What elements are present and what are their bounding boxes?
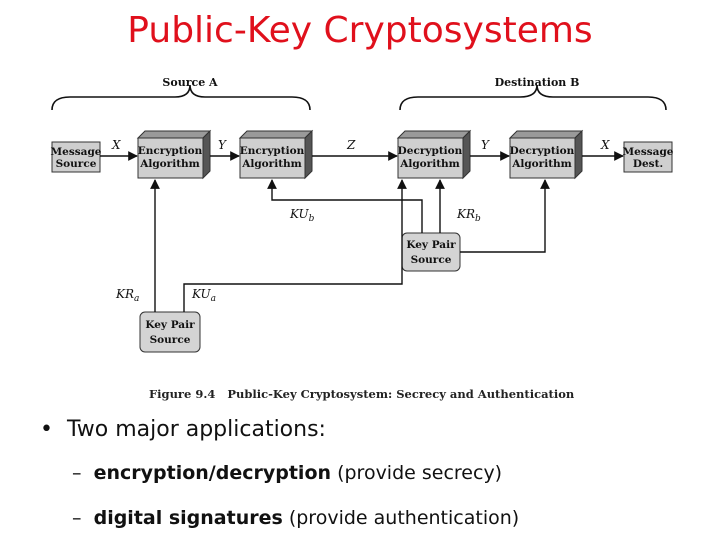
svg-text:Message: Message [51, 146, 102, 158]
key-lines-a [150, 179, 407, 312]
label-kua: KUa [191, 287, 216, 304]
svg-text:Algorithm: Algorithm [399, 158, 460, 170]
svg-text:Source: Source [56, 158, 97, 170]
encryption-algorithm-2: Encryption Algorithm [238, 129, 314, 180]
svg-text:Key Pair: Key Pair [145, 319, 195, 331]
label-y1: Y [218, 138, 227, 152]
figure-caption: Figure 9.4 Public-Key Cryptosystem: Secr… [149, 387, 575, 401]
key-pair-source-b: Key Pair Source [401, 232, 461, 272]
svg-text:Decryption: Decryption [510, 145, 575, 157]
source-brace [51, 84, 311, 111]
destination-brace [399, 84, 667, 111]
svg-text:Encryption: Encryption [240, 145, 305, 157]
svg-text:Message: Message [623, 146, 674, 158]
message-source-node: Message Source [51, 141, 102, 173]
svg-text:Dest.: Dest. [633, 158, 663, 170]
svg-text:Algorithm: Algorithm [241, 158, 302, 170]
svg-text:Source: Source [150, 334, 191, 346]
label-kub: KUb [289, 207, 315, 224]
svg-text:Decryption: Decryption [398, 145, 463, 157]
svg-text:Key Pair: Key Pair [406, 239, 456, 251]
cryptosystem-diagram: Source A Destination B Message Source En… [51, 76, 674, 401]
label-x2: X [600, 138, 610, 152]
label-kra: KRa [115, 287, 139, 304]
svg-text:Algorithm: Algorithm [139, 158, 200, 170]
bullet-main: • Two major applications: [40, 417, 326, 442]
page-title: Public-Key Cryptosystems [127, 10, 593, 51]
svg-text:Encryption: Encryption [138, 145, 203, 157]
encryption-algorithm-1: Encryption Algorithm [136, 129, 212, 180]
source-label: Source A [162, 76, 218, 89]
bullet-encryption: – encryption/decryption (provide secrecy… [72, 462, 503, 484]
svg-text:Source: Source [411, 254, 452, 266]
label-x1: X [111, 138, 121, 152]
svg-text:Algorithm: Algorithm [511, 158, 572, 170]
label-z: Z [346, 138, 356, 152]
key-pair-source-a: Key Pair Source [139, 311, 201, 353]
bullet-signatures: – digital signatures (provide authentica… [72, 507, 520, 529]
message-dest-node: Message Dest. [623, 141, 674, 173]
label-krb: KRb [456, 207, 481, 224]
key-lines-b [267, 179, 550, 253]
label-y2: Y [481, 138, 490, 152]
decryption-algorithm-2: Decryption Algorithm [508, 129, 584, 180]
decryption-algorithm-1: Decryption Algorithm [396, 129, 472, 180]
destination-label: Destination B [495, 76, 580, 89]
